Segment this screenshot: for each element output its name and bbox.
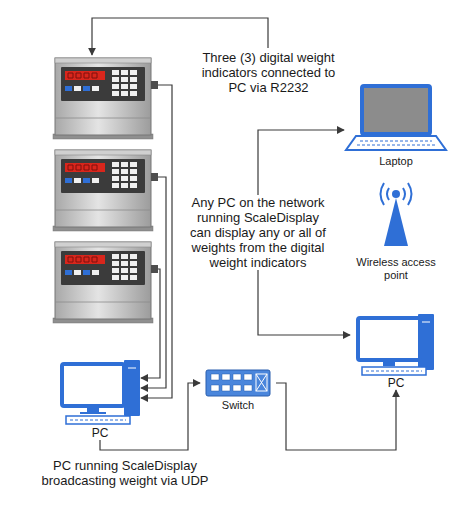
note-text: PC running ScaleDisplay broadcasting wei…: [30, 458, 220, 488]
keyboard-keys: [366, 371, 422, 372]
access-point-icon: [381, 183, 412, 246]
pc-node: PC: [350, 310, 442, 390]
switch-icon: [206, 370, 270, 396]
keyboard: [66, 416, 130, 424]
serial-cable: [141, 85, 172, 398]
weight-indicator: [53, 150, 158, 231]
serial-cable: [141, 177, 166, 388]
link-label: Any PC on the network running ScaleDispl…: [188, 195, 328, 270]
uplink-box: [256, 374, 267, 391]
leader-line: [92, 18, 268, 55]
laptop-node: Laptop: [344, 80, 448, 168]
switch-ports: [211, 374, 252, 391]
device-label: PC: [388, 377, 405, 390]
laptop-screen: [362, 86, 430, 134]
pc-monitor: [62, 364, 124, 406]
pc-icon: [62, 360, 140, 424]
laptop-keys: [357, 141, 435, 145]
monitor-stand: [383, 362, 395, 366]
weight-indicator: [53, 242, 158, 323]
device-label: Wireless access point: [351, 256, 441, 282]
uplink-cross: [256, 374, 267, 391]
access-point-node: Wireless access point: [351, 180, 441, 282]
drive-slot: [422, 322, 430, 323]
switch-node: Switch: [200, 366, 276, 412]
serial-cable: [141, 269, 160, 378]
device-label: PC: [92, 427, 109, 440]
switch-body: [206, 370, 270, 396]
pc-icon: [358, 314, 434, 375]
antenna-mast: [384, 198, 408, 246]
pc-tower: [124, 360, 140, 416]
note-text: Three (3) digital weight indicators conn…: [196, 50, 341, 95]
antenna-tip: [392, 190, 400, 198]
monitor-foot: [80, 412, 106, 414]
network-link: [100, 383, 200, 450]
device-label: Switch: [222, 399, 254, 412]
laptop-base: [346, 136, 446, 150]
radio-waves: [381, 183, 412, 205]
keyboard: [362, 367, 426, 375]
pc-node: PC: [56, 358, 144, 440]
network-link: [276, 383, 396, 450]
device-label: Laptop: [379, 155, 413, 168]
laptop-icon: [346, 86, 446, 150]
drive-slot: [128, 368, 136, 369]
weight-indicator: [53, 58, 158, 139]
keyboard-keys: [70, 420, 126, 421]
pc-monitor: [358, 318, 420, 360]
